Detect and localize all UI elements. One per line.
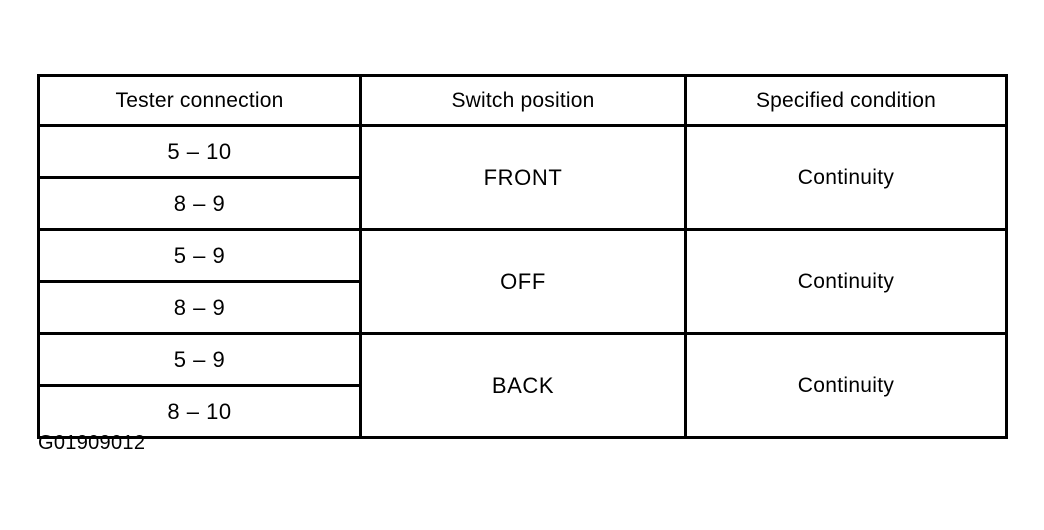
tester-connection-value: 8 – 9 [37, 280, 362, 335]
switch-position-value: FRONT [359, 124, 687, 231]
tester-connection-value: 5 – 9 [37, 332, 362, 387]
tester-connection-value: 8 – 10 [37, 384, 362, 439]
table-row: 5 – 9 BACK Continuity [37, 332, 1008, 439]
table-row: 8 – 9 [37, 176, 1007, 231]
switch-position-value: BACK [359, 332, 687, 439]
header-row: Tester connection Switch position Specif… [37, 74, 1008, 127]
table-row: 5 – 9 OFF Continuity [37, 228, 1008, 335]
column-header-specified-condition: Specified condition [684, 74, 1008, 127]
specified-condition-value: Continuity [684, 228, 1008, 335]
tester-connection-value: 5 – 9 [37, 228, 362, 283]
table-body: 5 – 10 FRONT Continuity 8 – 9 5 – 9 OFF … [37, 124, 1008, 439]
specified-condition-value: Continuity [684, 332, 1008, 439]
specified-condition-value: Continuity [684, 124, 1008, 231]
specification-table: Tester connection Switch position Specif… [37, 74, 1008, 439]
table-row: 8 – 9 [37, 280, 1007, 335]
column-header-switch-position: Switch position [359, 74, 687, 127]
switch-position-value: OFF [359, 228, 687, 335]
tester-connection-value: 5 – 10 [37, 124, 362, 179]
table-header: Tester connection Switch position Specif… [37, 74, 1008, 127]
table-row: 8 – 10 [37, 384, 1007, 439]
table-row: 5 – 10 FRONT Continuity [37, 124, 1008, 231]
figure-caption: G01909012 [38, 432, 146, 454]
column-header-tester-connection: Tester connection [37, 74, 362, 127]
tester-connection-value: 8 – 9 [37, 176, 362, 231]
